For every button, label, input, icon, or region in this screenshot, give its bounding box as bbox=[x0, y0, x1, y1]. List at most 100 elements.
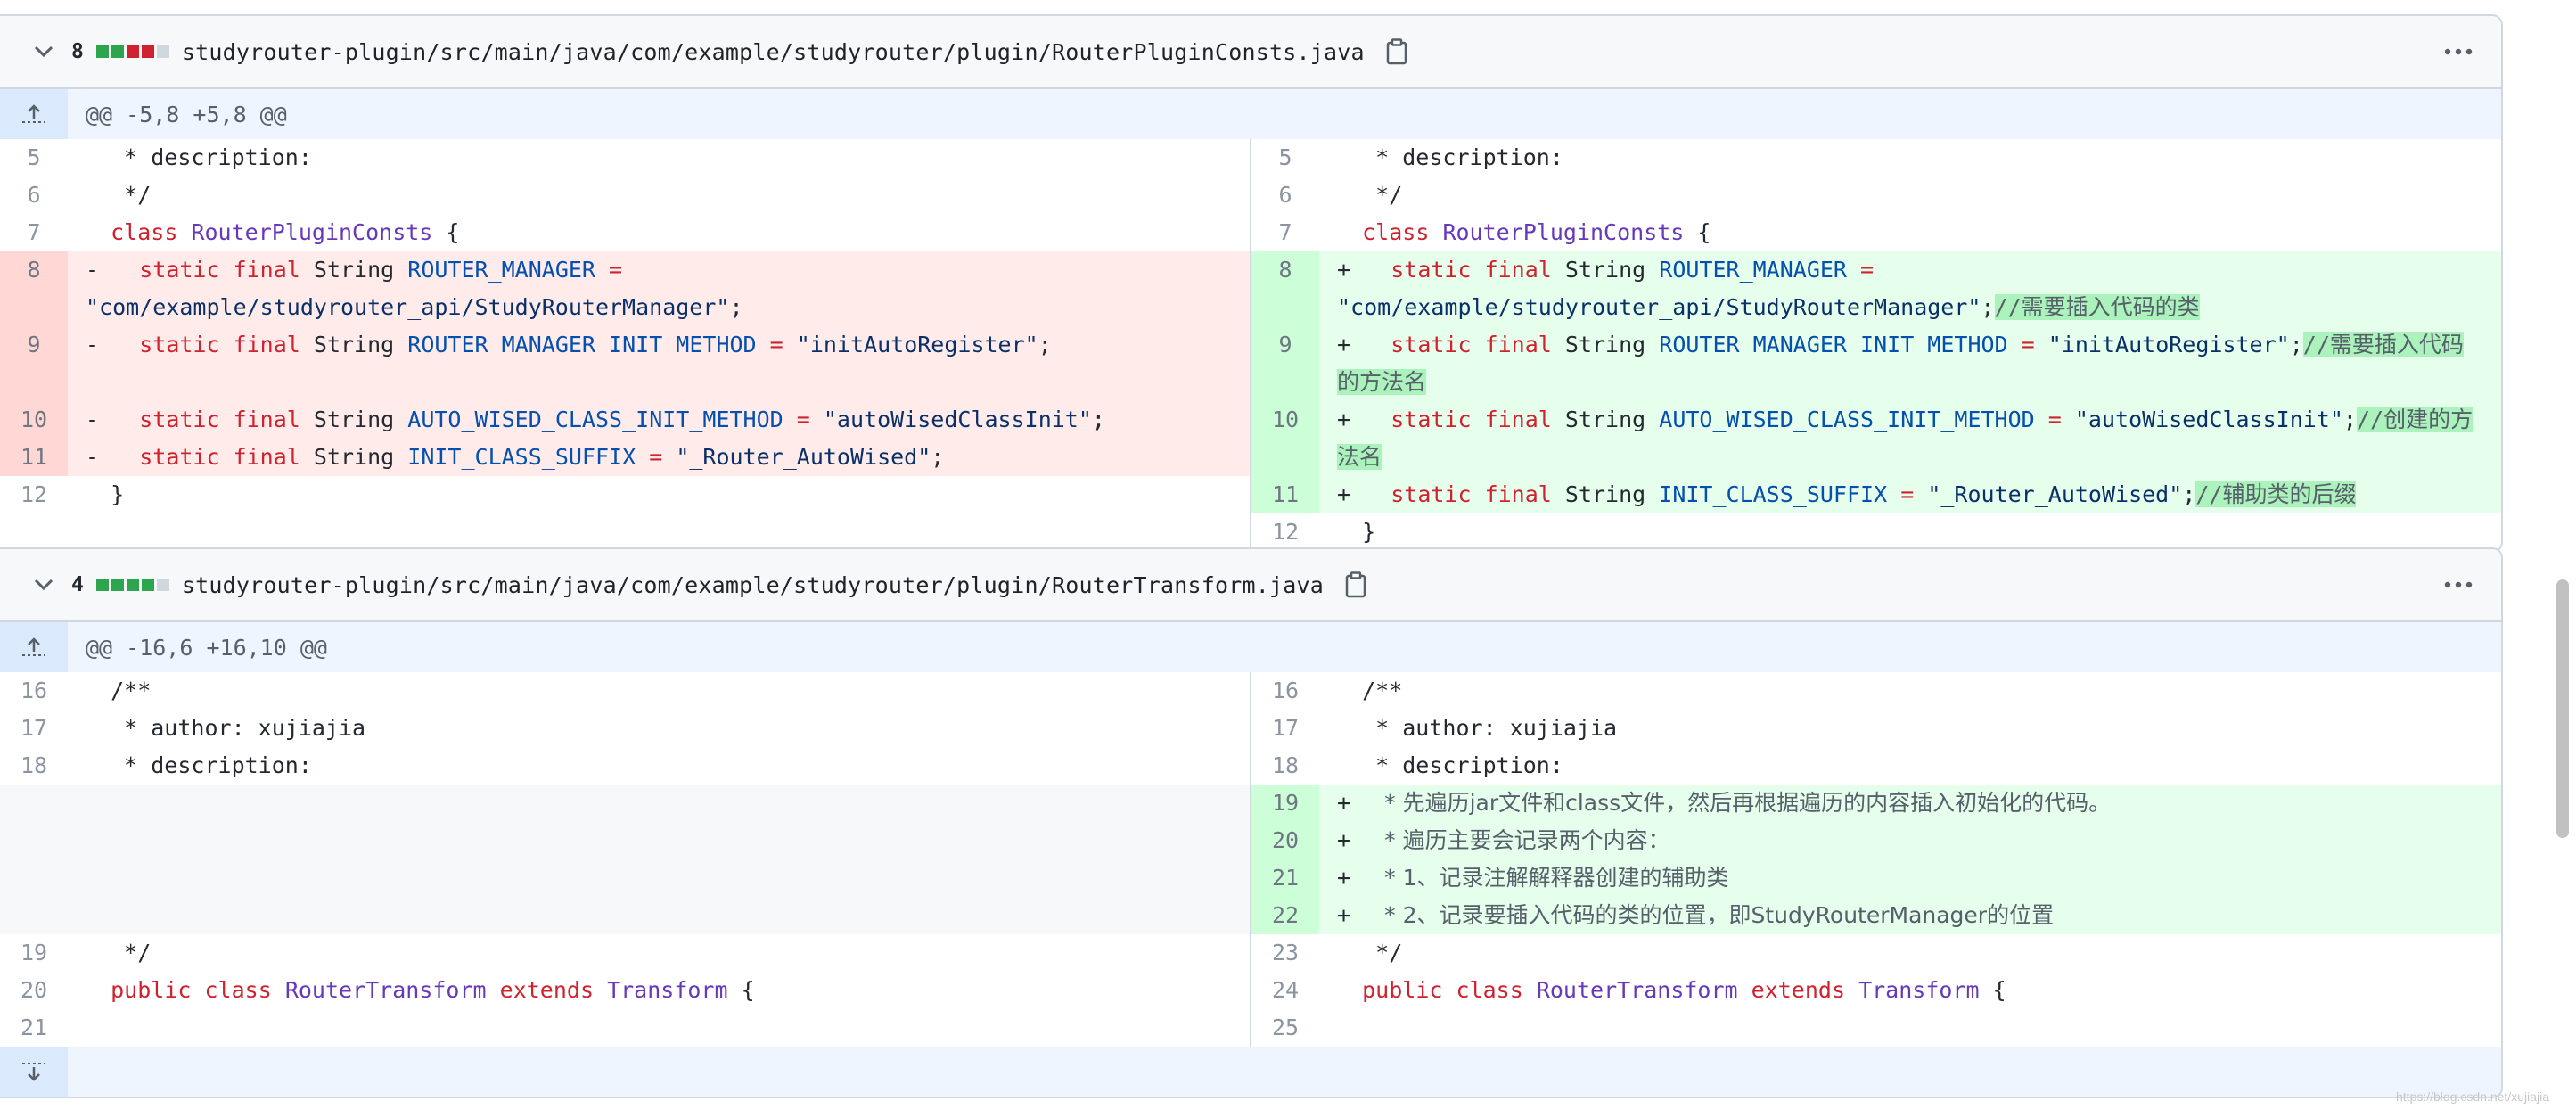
line-code: } bbox=[1335, 519, 1376, 545]
expand-up-icon[interactable] bbox=[0, 89, 68, 139]
line-code: - static final String ROUTER_MANAGER ="c… bbox=[68, 251, 1250, 326]
copy-path-icon[interactable] bbox=[1345, 571, 1370, 598]
keyword: class bbox=[1362, 219, 1430, 245]
added-line: 21 + * 1、记录注解解释器创建的辅助类 bbox=[1251, 859, 2501, 897]
line-code: - static final String AUTO_WISED_CLASS_I… bbox=[68, 401, 1250, 439]
string-literal: "autoWisedClassInit" bbox=[2074, 407, 2343, 432]
diff-sign: + bbox=[1337, 790, 1351, 816]
line-number[interactable]: 7 bbox=[27, 219, 41, 245]
line-number[interactable]: 22 bbox=[1251, 897, 1319, 934]
line-code: } bbox=[84, 481, 125, 507]
right-pane: 16 /** 17 * author: xujiajia 18 * descri… bbox=[1250, 672, 2501, 1047]
more-options-icon[interactable] bbox=[2442, 574, 2474, 596]
line-number[interactable]: 11 bbox=[1251, 476, 1319, 513]
added-line: 10 + static final String AUTO_WISED_CLAS… bbox=[1251, 401, 2501, 476]
line-number[interactable]: 17 bbox=[1271, 715, 1300, 741]
diff-line: 25 bbox=[1251, 1009, 2501, 1047]
string-literal: "initAutoRegister" bbox=[796, 332, 1038, 357]
constant-name: AUTO_WISED_CLASS_INIT_METHOD bbox=[407, 407, 783, 432]
line-number[interactable]: 19 bbox=[1251, 785, 1319, 822]
hunk-header: @@ -16,6 +16,10 @@ bbox=[0, 622, 2501, 672]
line-number[interactable]: 17 bbox=[20, 715, 48, 741]
code-text: String bbox=[1551, 407, 1660, 432]
diff-line: 18 * description: bbox=[1251, 747, 2501, 785]
diff-sign: + bbox=[1337, 827, 1351, 853]
line-code: public class RouterTransform extends Tra… bbox=[1319, 972, 2501, 1009]
diffstat-block bbox=[141, 45, 154, 58]
diffstat-block bbox=[95, 579, 109, 591]
code-text: String bbox=[1551, 257, 1660, 283]
line-number[interactable]: 20 bbox=[1251, 822, 1319, 859]
code-text: { bbox=[1979, 977, 2006, 1003]
diff-sign: + bbox=[1337, 407, 1351, 432]
copy-path-icon[interactable] bbox=[1386, 38, 1411, 65]
right-pane: 5 * description: 6 */ 7 class RouterPlug… bbox=[1250, 139, 2501, 551]
line-number[interactable]: 8 bbox=[1251, 251, 1319, 326]
line-number[interactable]: 9 bbox=[0, 326, 68, 401]
expand-up-icon[interactable] bbox=[0, 622, 68, 672]
collapse-chevron-icon[interactable] bbox=[34, 575, 53, 595]
diff-line: 5 * description: bbox=[0, 139, 1250, 177]
collapse-chevron-icon[interactable] bbox=[34, 42, 53, 62]
line-number[interactable]: 23 bbox=[1271, 940, 1300, 965]
scrollbar-thumb[interactable] bbox=[2556, 579, 2569, 838]
diff-sign: + bbox=[1337, 481, 1351, 507]
code-text: String bbox=[299, 407, 408, 432]
scrollbar-track[interactable] bbox=[2547, 0, 2576, 1109]
line-number[interactable]: 16 bbox=[20, 678, 48, 703]
line-number[interactable]: 12 bbox=[1271, 519, 1300, 545]
type-name: Transform bbox=[607, 977, 728, 1003]
string-literal: "_Router_AutoWised" bbox=[1927, 481, 2183, 507]
diff-file-router-plugin-consts: 8 studyrouter-plugin/src/main/java/com/e… bbox=[0, 14, 2503, 553]
line-number[interactable]: 18 bbox=[1271, 752, 1300, 778]
line-number[interactable]: 16 bbox=[1271, 678, 1300, 703]
hunk-range: @@ -16,6 +16,10 @@ bbox=[86, 634, 327, 661]
line-number[interactable]: 5 bbox=[27, 144, 41, 170]
more-options-icon[interactable] bbox=[2442, 41, 2474, 62]
string-literal: "initAutoRegister" bbox=[2047, 332, 2290, 357]
line-code: + * 2、记录要插入代码的类的位置，即StudyRouterManager的位… bbox=[1319, 897, 2501, 934]
line-number[interactable]: 12 bbox=[20, 481, 48, 507]
line-number[interactable]: 19 bbox=[20, 940, 48, 965]
string-literal: "_Router_AutoWised" bbox=[676, 444, 931, 470]
operator: = bbox=[1887, 481, 1915, 507]
diff-line: 6 */ bbox=[1251, 177, 2501, 214]
line-number[interactable]: 24 bbox=[1271, 977, 1300, 1003]
keyword: static final bbox=[139, 444, 300, 470]
line-code: class RouterPluginConsts { bbox=[1319, 214, 2501, 251]
keyword: static final bbox=[139, 332, 300, 357]
deleted-line: 11 - static final String INIT_CLASS_SUFF… bbox=[0, 439, 1250, 476]
line-number[interactable]: 5 bbox=[1278, 144, 1292, 170]
line-number[interactable]: 10 bbox=[0, 401, 68, 439]
line-number[interactable]: 21 bbox=[1251, 859, 1319, 897]
line-code: - static final String INIT_CLASS_SUFFIX … bbox=[68, 439, 1250, 476]
keyword: static final bbox=[1391, 407, 1552, 432]
file-path[interactable]: studyrouter-plugin/src/main/java/com/exa… bbox=[181, 38, 1365, 65]
line-number[interactable]: 9 bbox=[1251, 326, 1319, 401]
line-number[interactable]: 21 bbox=[20, 1015, 48, 1040]
operator: = bbox=[595, 257, 623, 283]
keyword: static final bbox=[1391, 481, 1552, 507]
line-number[interactable]: 18 bbox=[20, 752, 48, 778]
code-text: ; bbox=[2289, 332, 2303, 357]
diff-sign: + bbox=[1337, 332, 1351, 357]
line-number[interactable]: 6 bbox=[27, 182, 41, 208]
line-number[interactable]: 20 bbox=[20, 977, 48, 1003]
line-code: /** bbox=[84, 678, 152, 703]
file-path[interactable]: studyrouter-plugin/src/main/java/com/exa… bbox=[181, 571, 1324, 598]
type-name: RouterPluginConsts bbox=[191, 219, 433, 245]
watermark: https://blog.csdn.net/xujiajia bbox=[2396, 1089, 2549, 1104]
expand-down-icon[interactable] bbox=[0, 1047, 68, 1097]
operator: = bbox=[756, 332, 783, 357]
line-code: + static final String ROUTER_MANAGER_INI… bbox=[1319, 326, 2501, 401]
deleted-line: 9 - static final String ROUTER_MANAGER_I… bbox=[0, 326, 1250, 401]
line-number[interactable]: 6 bbox=[1278, 182, 1292, 208]
line-number[interactable]: 25 bbox=[1271, 1015, 1300, 1040]
line-code: */ bbox=[1335, 940, 1403, 965]
keyword: extends bbox=[499, 977, 595, 1003]
line-number[interactable]: 10 bbox=[1251, 401, 1319, 476]
line-number[interactable]: 8 bbox=[0, 251, 68, 326]
line-number[interactable]: 7 bbox=[1278, 219, 1292, 245]
keyword: public bbox=[111, 977, 192, 1003]
line-number[interactable]: 11 bbox=[0, 439, 68, 476]
